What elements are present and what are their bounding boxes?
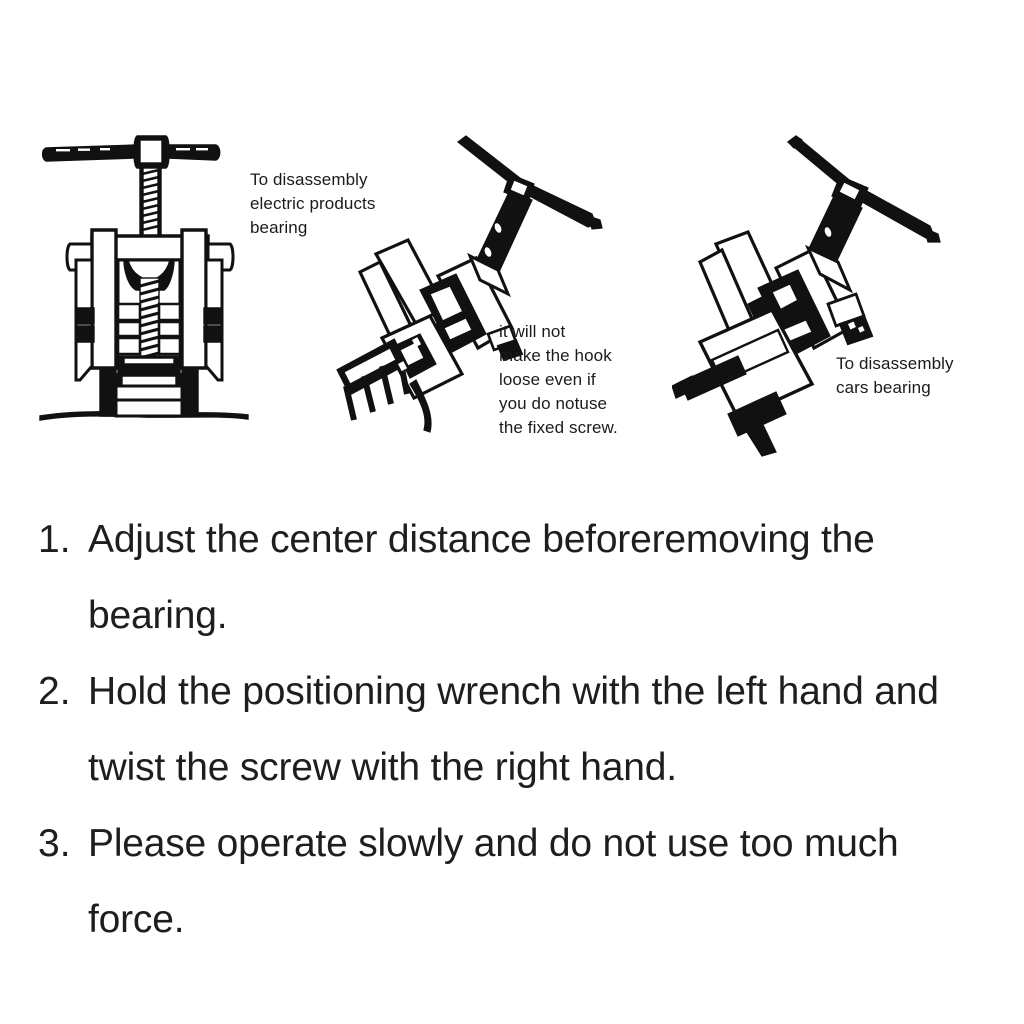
- instruction-number: 1.: [38, 518, 71, 561]
- figure-bearing-puller-car: [672, 128, 972, 458]
- instruction-number: 2.: [38, 670, 71, 713]
- instruction-text: Adjust the center distance beforeremovin…: [88, 518, 875, 637]
- instruction-number: 3.: [38, 822, 71, 865]
- caption-cars-bearing: To disassembly cars bearing: [836, 354, 954, 397]
- caption-electric-products-bearing: To disassembly electric products bearing: [250, 170, 376, 237]
- figure-bearing-puller-claw: [320, 128, 620, 440]
- instruction-text: Hold the positioning wrench with the lef…: [88, 670, 939, 789]
- bearing-puller-claw-drawing: [336, 135, 603, 433]
- instruction-list: 1. Adjust the center distance beforeremo…: [0, 502, 1024, 958]
- instruction-item-3: 3. Please operate slowly and do not use …: [0, 806, 1024, 958]
- illustration-band: To disassembly electric products bearing…: [0, 0, 1024, 480]
- instruction-item-2: 2. Hold the positioning wrench with the …: [0, 654, 1024, 806]
- bearing-puller-car-drawing: [672, 135, 941, 457]
- caption-hook-fixed-screw: it will not make the hook loose even if …: [499, 322, 618, 437]
- instruction-item-1: 1. Adjust the center distance beforeremo…: [0, 502, 1024, 654]
- figure-bearing-puller-vertical: [36, 118, 252, 438]
- bearing-puller-vertical-drawing: [39, 135, 249, 421]
- instruction-text: Please operate slowly and do not use too…: [88, 822, 899, 941]
